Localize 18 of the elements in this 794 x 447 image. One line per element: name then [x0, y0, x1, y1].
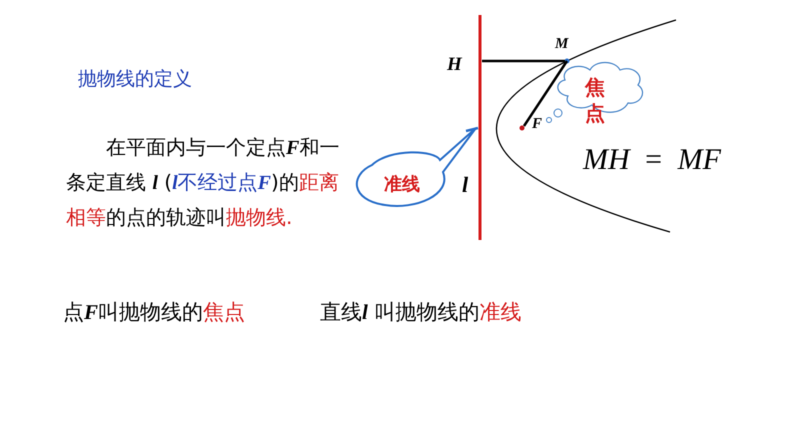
- cloud-text: 焦点: [584, 74, 606, 126]
- equation: MH = MF: [583, 143, 721, 177]
- point-label: H: [447, 54, 462, 76]
- point-label: M: [555, 36, 568, 53]
- definition-text: 在平面内与一个定点F和一条定直线 l (l不经过点F)的距离相等的点的轨迹叫抛物线.: [66, 134, 340, 231]
- line-segment: [482, 60, 565, 62]
- speech-bubble: [356, 127, 477, 207]
- point-label: l: [462, 172, 468, 198]
- directrix-line: [478, 15, 482, 240]
- thought-trail: [546, 108, 562, 123]
- point-label: F: [532, 116, 542, 133]
- directrix-text: 直线l 叫抛物线的准线: [320, 299, 522, 326]
- slide-title: 抛物线的定义: [78, 67, 192, 92]
- line-segment: [522, 60, 568, 127]
- point-dot: [520, 126, 524, 130]
- focus-text: 点F叫抛物线的焦点: [63, 299, 246, 326]
- point-dot: [564, 58, 570, 64]
- bubble-text: 准线: [384, 173, 420, 196]
